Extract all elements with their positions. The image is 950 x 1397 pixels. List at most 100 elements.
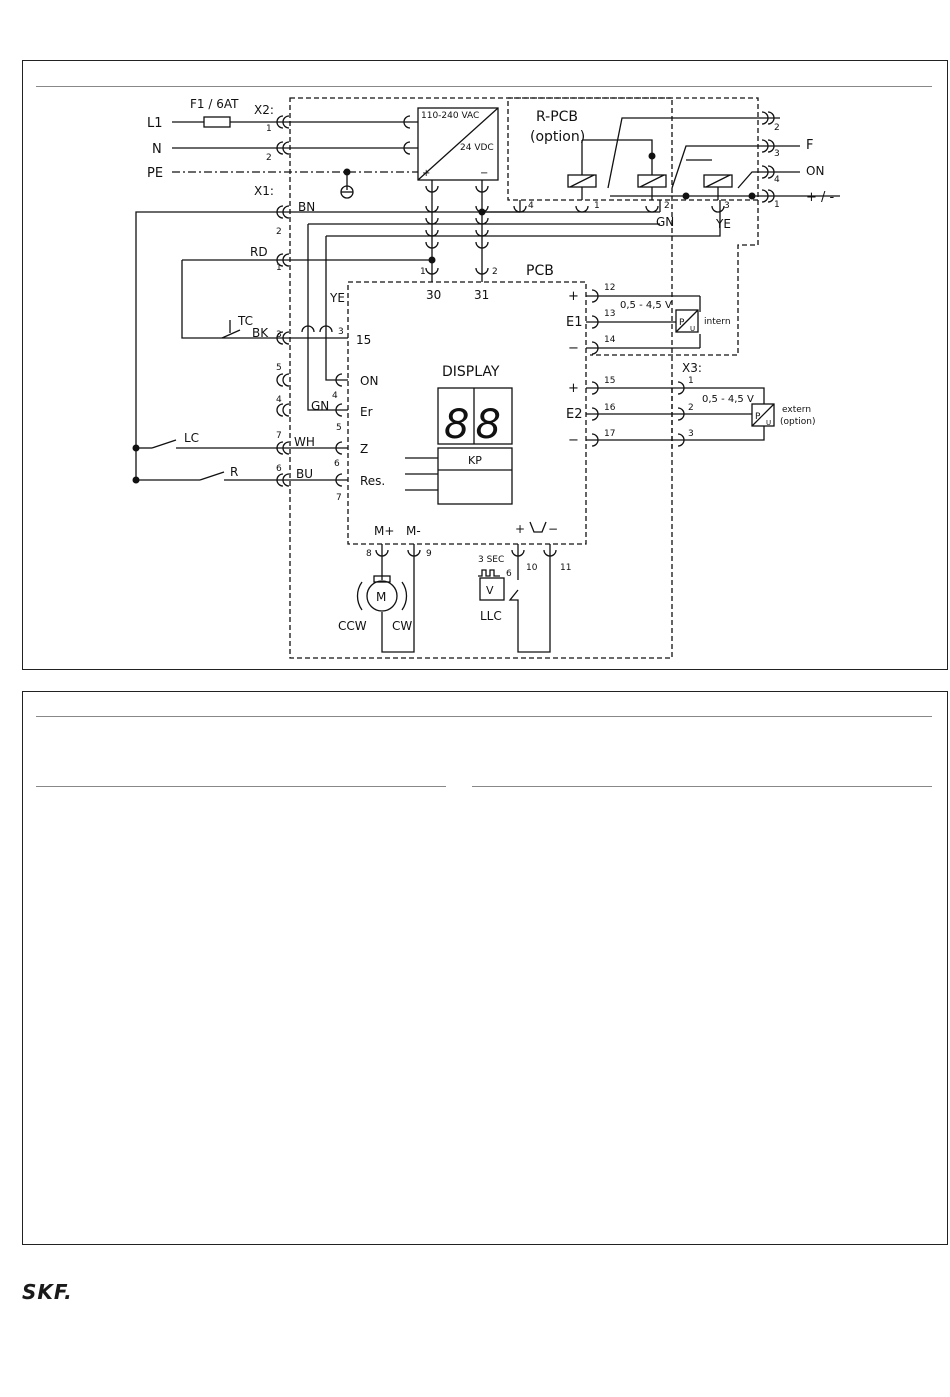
term-12: 12 (604, 283, 615, 293)
label-30: 30 (426, 288, 441, 302)
label-er: Er (360, 405, 373, 419)
term-x1-6: 6 (276, 464, 282, 474)
controller-housing (289, 97, 673, 659)
label-e2: E2 (566, 407, 583, 422)
label-on: ON (360, 374, 378, 388)
label-pu-p: P (679, 318, 685, 328)
wire-bu: BU (296, 467, 313, 481)
label-fuse: F1 / 6AT (190, 97, 239, 111)
label-pe: PE (147, 166, 163, 181)
power-supply (417, 107, 499, 181)
pressure-sensor-extern (751, 403, 775, 427)
label-pu2-u: U (766, 419, 771, 427)
label-mplus: M+ (374, 524, 394, 538)
term-pcb-4: 4 (332, 391, 338, 401)
term-x3-2: 2 (688, 403, 694, 413)
term-x1-7: 7 (276, 431, 282, 441)
label-plus2: + (568, 381, 579, 396)
term-x1-4: 4 (276, 395, 282, 405)
label-llc-minus: − (548, 522, 558, 536)
term-rpcb-2: 2 (774, 123, 780, 133)
notes-rule-right (472, 786, 932, 787)
term-x1-5: 5 (276, 363, 282, 373)
term-16: 16 (604, 403, 616, 413)
wire-gn: GN (311, 399, 329, 413)
term-pcb-2: 2 (492, 267, 498, 277)
skf-logo: SKF. (22, 1280, 73, 1304)
term-11: 11 (560, 563, 571, 573)
term-x3-3: 3 (688, 429, 694, 439)
label-lc: LC (184, 431, 199, 445)
label-range1: 0,5 - 4,5 V (620, 300, 672, 311)
label-x1: X1: (254, 184, 274, 198)
label-psu-minus: − (480, 168, 488, 179)
header-rule (36, 86, 932, 87)
label-rpcb: R-PCB (536, 109, 578, 125)
term-pcb-7: 7 (336, 493, 342, 503)
term-relay-3: 3 (724, 201, 730, 211)
term-x3-1: 1 (688, 376, 694, 386)
rpcb-box (507, 97, 759, 201)
wire-bn: BN (298, 200, 315, 214)
label-extern: extern (782, 405, 811, 415)
label-mminus: M- (406, 524, 421, 538)
term-10: 10 (526, 563, 538, 573)
term-relay-2: 2 (664, 201, 670, 211)
term-x2-2: 2 (266, 153, 272, 163)
term-8: 8 (366, 549, 372, 559)
label-psu-out: 24 VDC (460, 143, 494, 153)
label-range2: 0,5 - 4,5 V (702, 394, 754, 405)
label-minus1: − (568, 341, 579, 356)
label-psu-in: 110-240 VAC (421, 111, 479, 121)
term-x1-3: 3 (276, 330, 282, 340)
wiring-diagram: 88 L1 N PE F1 / 6AT X2: X1: X3: R-PCB (o… (132, 97, 840, 659)
pcb-box (347, 281, 587, 545)
seven-segment-digits: 88 (444, 402, 507, 448)
term-relay-4: 4 (528, 201, 534, 211)
term-rpcb-4: 4 (774, 175, 780, 185)
notes-frame (22, 691, 948, 1245)
label-3sec: 3 SEC (478, 555, 504, 565)
wire-rd: RD (250, 245, 268, 259)
term-x1-2: 2 (276, 227, 282, 237)
term-15: 15 (604, 376, 615, 386)
term-x2-1: 1 (266, 124, 272, 134)
diagram-frame (22, 60, 948, 670)
motor (366, 580, 398, 612)
label-r: R (230, 465, 238, 479)
label-res: Res. (360, 474, 385, 488)
term-17: 17 (604, 429, 615, 439)
label-on-output: ON (806, 164, 824, 178)
label-gn-rpcb: GN (656, 215, 674, 229)
label-plusminus: + / - (806, 190, 835, 205)
term-pcb-6: 6 (334, 459, 340, 469)
label-extern-option: (option) (780, 417, 815, 427)
label-plus1: + (568, 289, 579, 304)
term-pcb-1: 1 (420, 267, 426, 277)
label-motor: M (376, 590, 386, 604)
label-kp: KP (468, 454, 482, 467)
term-pcb-5: 5 (336, 423, 342, 433)
term-pcb-3: 3 (338, 327, 344, 337)
term-llc-6: 6 (506, 569, 512, 579)
wire-ye: YE (329, 291, 345, 305)
label-31: 31 (474, 288, 489, 302)
label-llc-v: V (486, 584, 494, 597)
label-psu-plus: + (422, 168, 430, 179)
label-l1: L1 (147, 116, 163, 131)
label-pcb: PCB (526, 263, 554, 279)
label-pu-u: U (690, 325, 695, 333)
label-n: N (152, 142, 162, 157)
wire-wh: WH (294, 435, 315, 449)
notes-rule-left (36, 786, 446, 787)
label-llc: LLC (480, 609, 502, 623)
term-9: 9 (426, 549, 432, 559)
label-ccw: CCW (338, 619, 367, 633)
label-display: DISPLAY (442, 364, 500, 380)
term-13: 13 (604, 309, 615, 319)
notes-rule-top (36, 716, 932, 717)
pressure-sensor-intern (675, 309, 699, 333)
term-rpcb-1: 1 (774, 200, 780, 210)
term-rpcb-3: 3 (774, 149, 780, 159)
wire-bk: BK (252, 326, 269, 340)
